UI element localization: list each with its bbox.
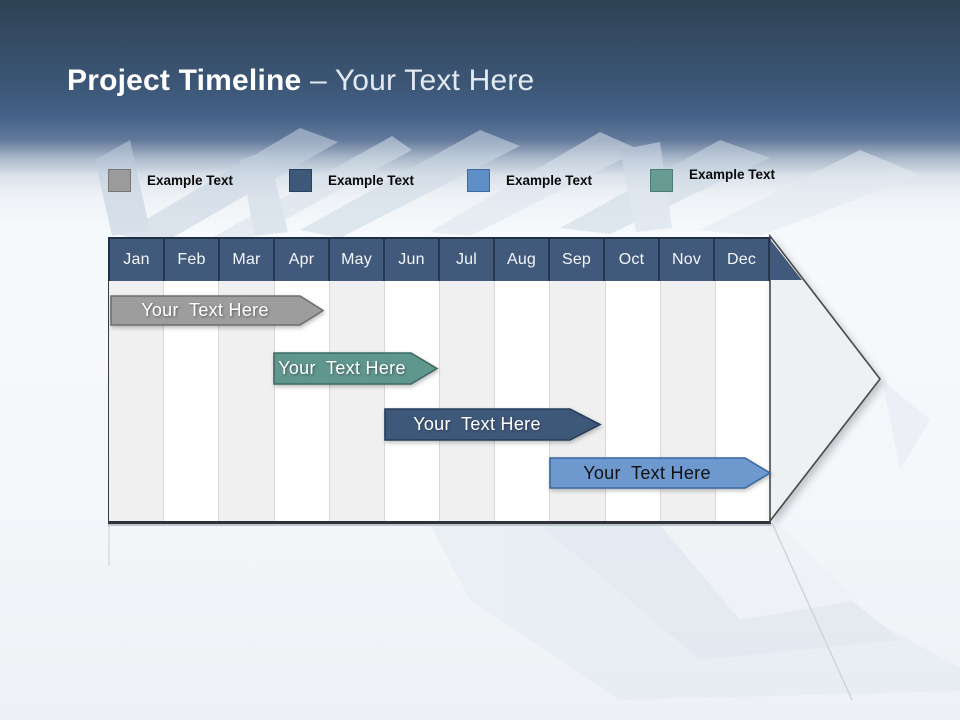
bar-shape <box>273 352 439 385</box>
month-cell: Apr <box>275 239 330 281</box>
grid-column <box>440 281 496 521</box>
timeline-bar-gray: Your Text Here <box>110 295 325 326</box>
legend-label: Example Text <box>506 172 593 188</box>
grid-column <box>384 281 441 521</box>
month-cell: May <box>330 239 385 281</box>
month-cell: Dec <box>715 239 770 281</box>
month-cell: Nov <box>660 239 715 281</box>
legend-swatch-lightblue <box>467 168 490 192</box>
slide-title-accent: – Your Text Here <box>309 64 535 97</box>
bar-label: Your Text Here <box>413 414 541 434</box>
month-cell: Sep <box>550 239 605 281</box>
legend-item: Example Text <box>289 168 414 192</box>
month-cell: Oct <box>605 239 660 281</box>
grid-column <box>329 281 385 521</box>
legend-label: Example Text <box>689 166 776 182</box>
bar-shape <box>549 457 772 489</box>
bar-label: Your Text Here <box>583 462 711 483</box>
timeline-bar-darkblue: Your Text Here <box>384 408 602 441</box>
bar-shape <box>110 295 325 326</box>
month-cell: Aug <box>495 239 550 281</box>
month-cell: Jun <box>385 239 440 281</box>
bar-label: Your Text Here <box>141 300 269 320</box>
legend-swatch-darkblue <box>289 168 312 192</box>
month-header-wedge <box>769 238 802 280</box>
arrowhead-triangle <box>769 233 882 524</box>
month-cell: Feb <box>165 239 220 281</box>
legend-item: Example Text <box>467 168 592 192</box>
timeline-bar-teal: Your Text Here <box>273 352 439 385</box>
slide-title: Project Timeline – Your Text Here <box>67 62 534 100</box>
legend-item: Example Text <box>650 166 776 192</box>
month-header-row: Jan Feb Mar Apr May Jun Jul Aug Sep Oct … <box>108 237 770 281</box>
grid-column <box>495 281 551 521</box>
slide-title-main: Project Timeline <box>67 64 302 97</box>
legend-label: Example Text <box>147 172 234 188</box>
month-cell: Jul <box>440 239 495 281</box>
timeline-bar-lightblue: Your Text Here <box>549 457 772 489</box>
bar-shape <box>384 408 602 441</box>
month-cell: Mar <box>220 239 275 281</box>
legend-label: Example Text <box>328 172 415 188</box>
legend-swatch-teal <box>650 168 673 192</box>
bar-label: Your Text Here <box>278 358 406 378</box>
month-cell: Jan <box>110 239 165 281</box>
legend-swatch-gray <box>108 168 131 192</box>
legend-item: Example Text <box>108 168 233 192</box>
